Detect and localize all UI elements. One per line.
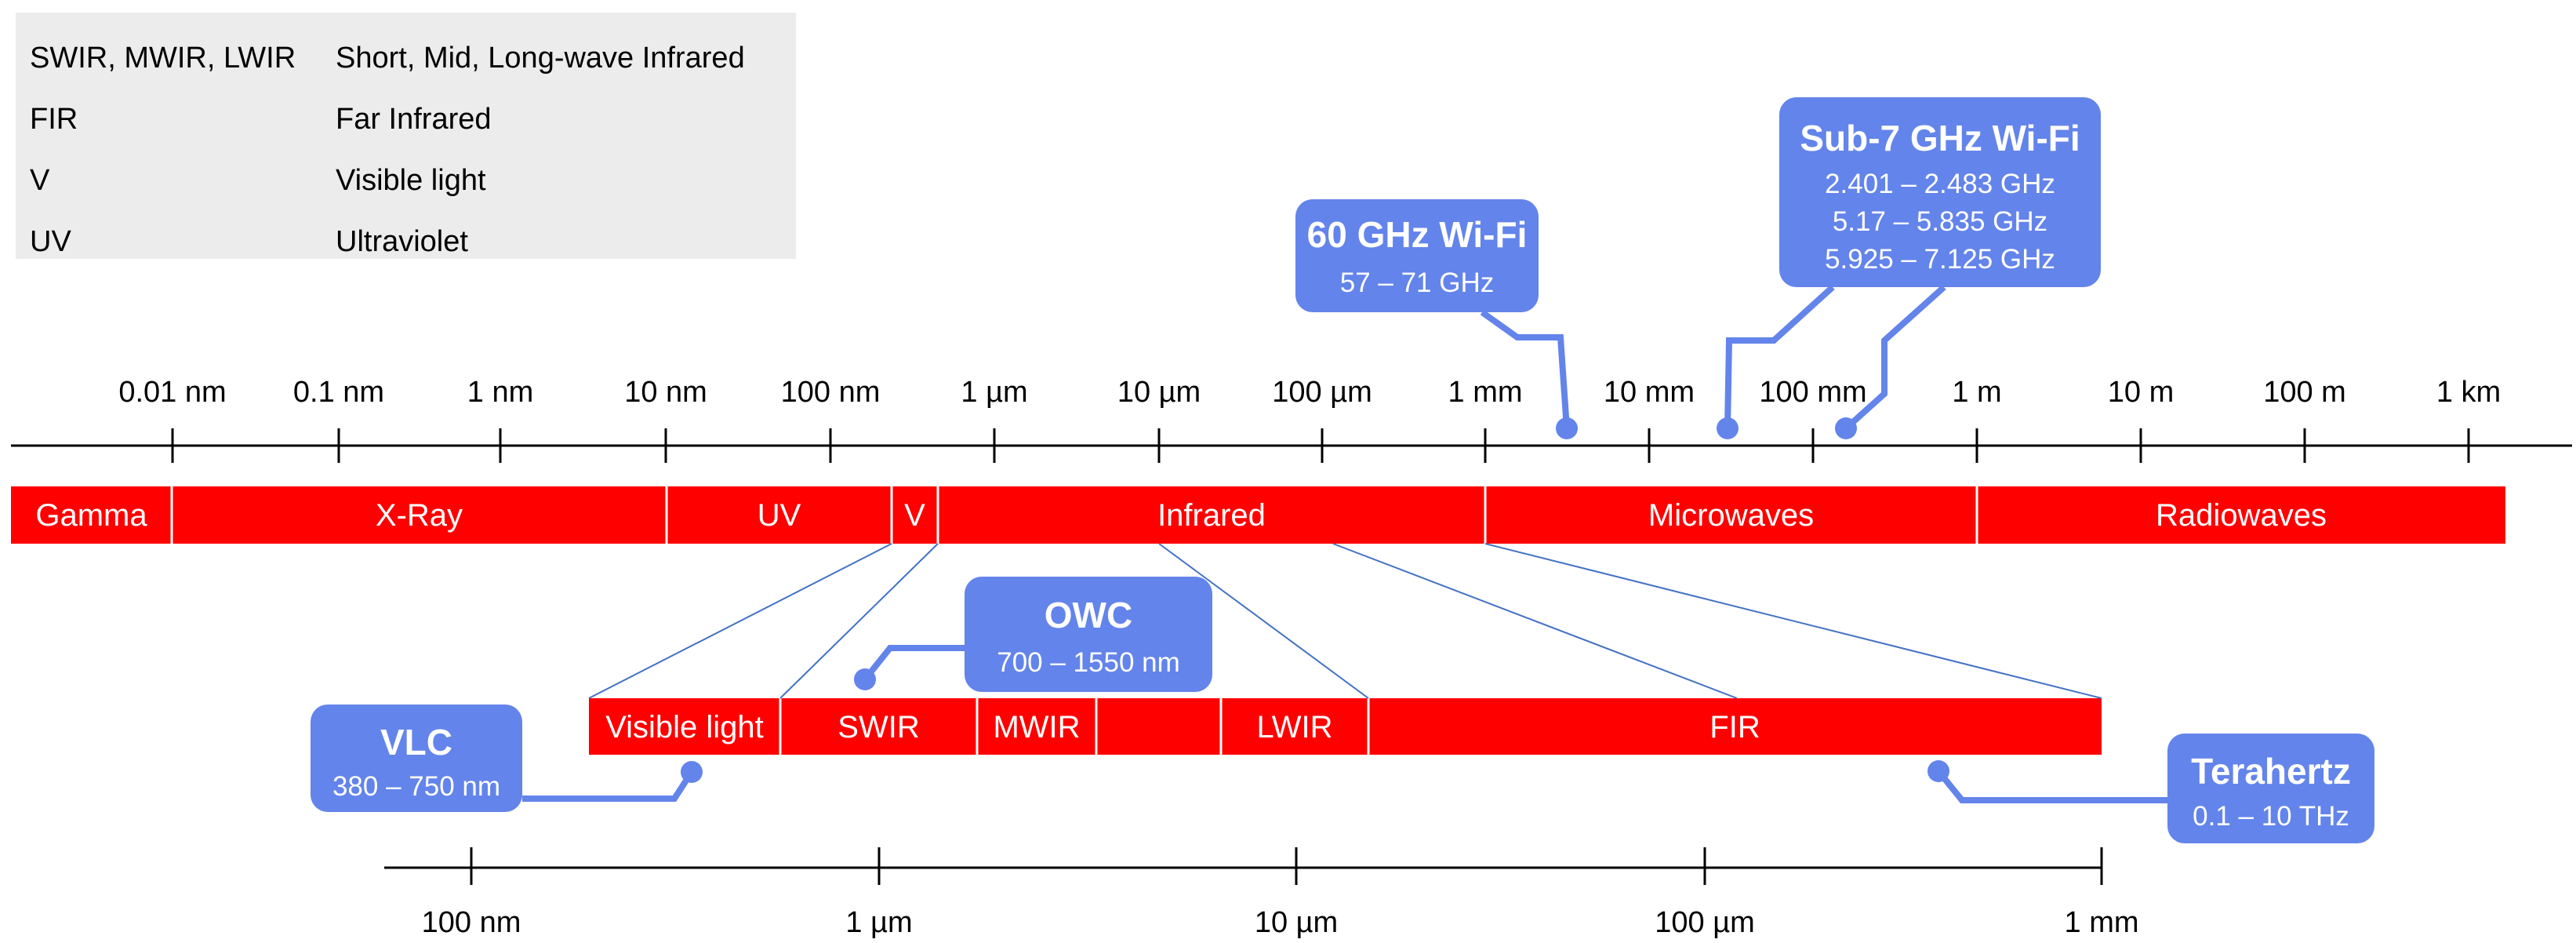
spectrum-band-infrared	[938, 486, 1485, 544]
zoom-connector-line	[1484, 543, 2102, 699]
callout-60ghz-wifi-title: 60 GHz Wi-Fi	[1307, 214, 1528, 255]
legend-meaning: Ultraviolet	[336, 225, 468, 258]
callout-vlc-detail: 380 – 750 nm	[332, 771, 500, 802]
bottom-scale-tick-label: 1 µm	[845, 906, 912, 939]
zoom-connector-line	[1158, 543, 1369, 699]
zoom-band-segment	[1221, 698, 1368, 755]
legend-row: SWIR, MWIR, LWIR Short, Mid, Long-wave I…	[30, 42, 745, 75]
callout-owc-leader-line	[862, 645, 965, 682]
callout-owc-detail: 700 – 1550 nm	[997, 647, 1180, 678]
callout-owc-title: OWC	[1045, 595, 1132, 635]
top-scale-tick-label: 100 m	[2263, 376, 2346, 409]
spectrum-band-microwaves	[1485, 486, 1977, 544]
zoom-band-segment	[589, 698, 780, 755]
legend-row: V Visible light	[30, 164, 486, 197]
legend-meaning: Far Infrared	[336, 103, 492, 136]
top-scale-tick-label: 0.01 nm	[118, 376, 226, 409]
legend-abbr: V	[30, 164, 50, 197]
callout-sub7ghz-wifi-leader-line-2	[1844, 285, 1946, 431]
spectrum-band-label: Gamma	[35, 498, 147, 533]
spectrum-band-uv	[667, 486, 892, 544]
spectrum-band-label: Microwaves	[1648, 498, 1814, 533]
top-scale-tick-label: 100 µm	[1272, 376, 1372, 409]
legend-abbr: FIR	[30, 103, 78, 136]
bottom-scale-tick-label: 100 µm	[1655, 906, 1755, 939]
callout-terahertz-title: Terahertz	[2191, 751, 2351, 792]
legend-abbr: SWIR, MWIR, LWIR	[30, 42, 296, 75]
zoom-band-label: SWIR	[837, 710, 919, 745]
top-scale-tick-label: 1 nm	[467, 376, 533, 409]
spectrum-band-x-ray	[172, 486, 667, 544]
callout-60ghz-wifi-box	[1295, 199, 1539, 312]
zoom-band-segment	[1096, 698, 1221, 755]
callout-vlc-title: VLC	[380, 722, 452, 763]
callout-sub7ghz-wifi-leader-line	[1724, 285, 1835, 429]
top-scale-tick-label: 1 m	[1952, 376, 2001, 409]
legend-abbr: UV	[30, 225, 71, 258]
top-scale-tick-label: 1 mm	[1448, 376, 1523, 409]
legend-meaning: Visible light	[336, 164, 486, 197]
callout-vlc-marker-dot	[681, 761, 703, 783]
callout-owc-box	[965, 577, 1212, 692]
zoom-band-label: LWIR	[1256, 710, 1332, 745]
spectrum-band-label: Radiowaves	[2156, 498, 2327, 533]
zoom-connector-line	[779, 543, 939, 699]
top-scale-tick-label: 1 km	[2436, 376, 2501, 409]
callout-60ghz-wifi-detail: 57 – 71 GHz	[1340, 268, 1495, 298]
callout-60ghz-wifi-marker-dot	[1556, 417, 1578, 439]
legend-meaning: Short, Mid, Long-wave Infrared	[336, 42, 745, 75]
spectrum-band-label: V	[904, 498, 925, 533]
top-scale-tick-label: 10 mm	[1604, 376, 1695, 409]
spectrum-band-v	[892, 486, 938, 544]
callout-sub7ghz-wifi-marker-dot-2	[1835, 417, 1857, 439]
legend-row: FIR Far Infrared	[30, 103, 492, 136]
callout-60ghz-wifi-leader-line	[1480, 309, 1570, 429]
callout-sub7ghz-wifi-title: Sub-7 GHz Wi-Fi	[1800, 118, 2080, 158]
zoom-band-segment	[1368, 698, 2102, 755]
spectrum-band-radiowaves	[1977, 486, 2505, 544]
top-scale-tick-label: 0.1 nm	[293, 376, 384, 409]
spectrum-band-label: UV	[758, 498, 801, 533]
bottom-scale-tick-label: 100 nm	[422, 906, 521, 939]
callout-sub7ghz-wifi-detail: 2.401 – 2.483 GHz	[1825, 169, 2055, 199]
top-scale-tick-label: 10 µm	[1117, 376, 1201, 409]
spectrum-band-label: X-Ray	[376, 498, 463, 533]
abbreviation-legend: SWIR, MWIR, LWIR Short, Mid, Long-wave I…	[16, 13, 796, 259]
top-scale-tick-label: 100 nm	[781, 376, 881, 409]
zoom-band-label: Visible light	[605, 710, 764, 745]
callout-sub7ghz-wifi-detail: 5.17 – 5.835 GHz	[1833, 206, 2047, 237]
spectrum-band-gamma	[11, 486, 172, 544]
callout-terahertz-marker-dot	[1927, 760, 1949, 782]
bottom-scale-tick-label: 10 µm	[1255, 906, 1338, 939]
callout-terahertz-detail: 0.1 – 10 THz	[2193, 801, 2349, 832]
callout-terahertz-leader-line	[1935, 769, 2167, 803]
callout-sub7ghz-wifi-detail: 5.925 – 7.125 GHz	[1825, 244, 2055, 275]
bottom-scale-tick-label: 1 mm	[2065, 906, 2139, 939]
zoom-connector-line	[588, 543, 892, 699]
zoom-band-label: MWIR	[993, 710, 1080, 745]
zoom-band-segment	[977, 698, 1096, 755]
callout-vlc-leader-line	[522, 770, 695, 802]
zoom-band-segment	[780, 698, 977, 755]
callout-owc-marker-dot	[854, 668, 876, 690]
callout-sub7ghz-wifi-marker-dot	[1717, 417, 1739, 439]
callout-vlc-box	[311, 705, 522, 812]
legend-row: UV Ultraviolet	[30, 225, 468, 258]
zoom-connector-line	[1332, 543, 1738, 699]
callout-terahertz-box	[2167, 734, 2374, 843]
top-scale-tick-label: 10 nm	[624, 376, 707, 409]
top-scale-tick-label: 10 m	[2108, 376, 2174, 409]
spectrum-band-label: Infrared	[1157, 498, 1266, 533]
zoom-band-label: FIR	[1709, 710, 1760, 745]
top-scale-tick-label: 100 mm	[1759, 376, 1866, 409]
callout-sub7ghz-wifi-box	[1779, 97, 2101, 287]
top-scale-tick-label: 1 µm	[961, 376, 1027, 409]
